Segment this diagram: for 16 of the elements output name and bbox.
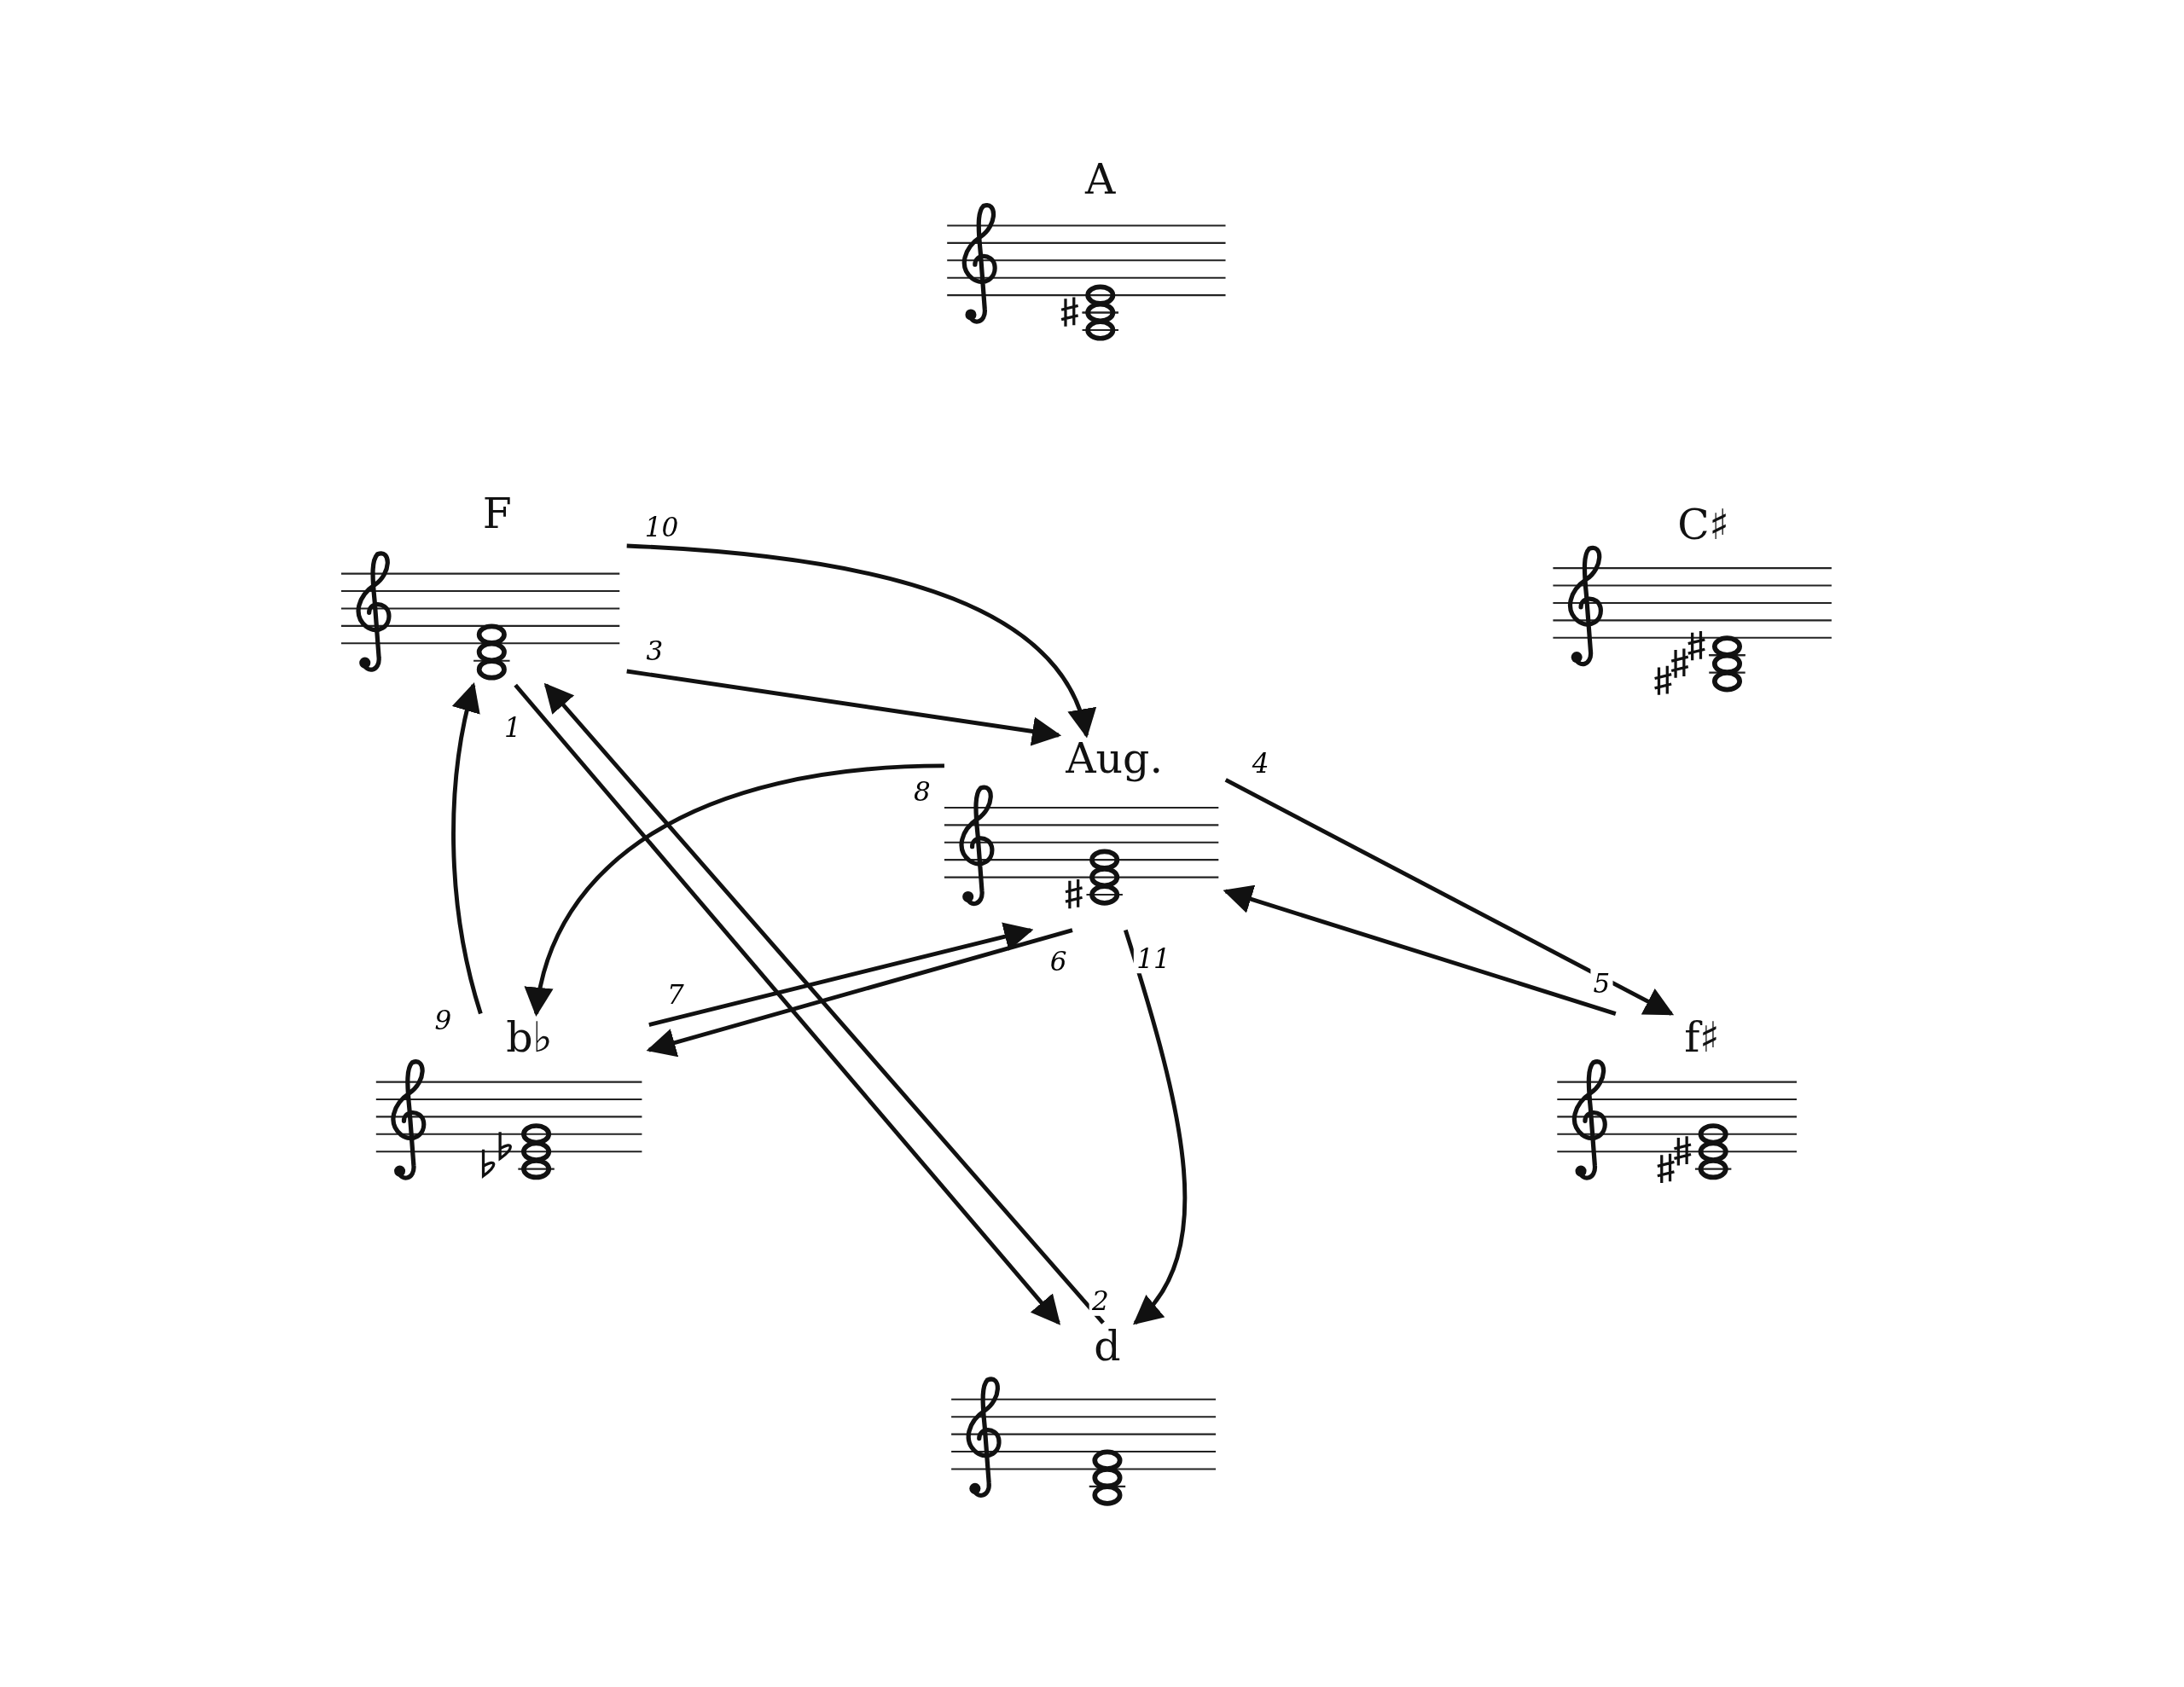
chord-name: A [1085, 155, 1116, 204]
chord-name: C♯ [1677, 501, 1730, 549]
arrow [1224, 778, 1675, 1016]
arrow [526, 763, 945, 1017]
chord-name: f♯ [1684, 1013, 1720, 1062]
chord-name: Aug. [1066, 735, 1164, 783]
arrow [451, 681, 483, 1015]
chord-name: d [1094, 1323, 1121, 1371]
chord-name: b♭ [506, 1013, 553, 1062]
arrow [1223, 884, 1617, 1016]
arrow [1124, 929, 1188, 1325]
arrow [646, 928, 1073, 1058]
arrow [626, 543, 1094, 739]
arrow [648, 922, 1034, 1027]
arrow [626, 669, 1062, 746]
chord-name: F [482, 490, 512, 538]
